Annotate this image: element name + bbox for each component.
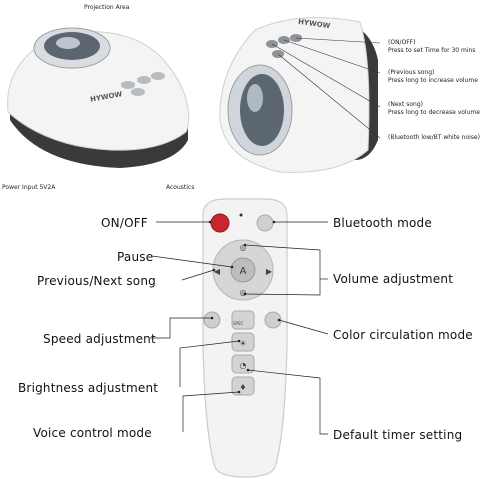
remote-control: A ◎ ◀ ▶ ◎ ☀ ◔ ♦	[202, 198, 288, 478]
svg-text:◎: ◎	[240, 243, 247, 252]
next-note-title: (Next song)	[388, 101, 423, 108]
prev-note-title: (Previous song)	[388, 69, 435, 76]
brightness-adjustment-label: Brightness adjustment	[18, 381, 159, 395]
svg-text:▶: ▶	[266, 267, 273, 276]
next-note-desc: Press long to decrease volume	[388, 109, 480, 116]
svg-text:◀: ◀	[214, 267, 221, 276]
default-timer-setting-label: Default timer setting	[333, 428, 463, 442]
bt-note: (Bluetooth low/BT white noise)	[388, 134, 480, 141]
svg-text:♦: ♦	[239, 383, 246, 392]
svg-text:☀: ☀	[239, 339, 246, 348]
speed-adjustment-label: Speed adjustment	[43, 332, 156, 346]
on-off-note-title: (ON/OFF)	[388, 39, 416, 46]
on-off-label: ON/OFF	[101, 216, 148, 230]
voice-control-mode-label: Voice control mode	[33, 426, 152, 440]
color-circulation-mode-label: Color circulation mode	[333, 328, 473, 342]
svg-text:◔: ◔	[240, 361, 247, 370]
volume-adjustment-label: Volume adjustment	[333, 272, 454, 286]
svg-text:◎: ◎	[240, 288, 247, 297]
projector-side-view	[219, 17, 381, 173]
spec-button-label: SPEC	[233, 321, 244, 326]
on-off-note-desc: Press to set Time for 30 mins	[388, 47, 476, 54]
projector-front-view	[7, 27, 190, 168]
previous-next-song-label: Previous/Next song	[37, 274, 156, 288]
pause-label: Pause	[117, 250, 154, 264]
prev-note-desc: Press long to increase volume	[388, 77, 478, 84]
acoustics-label: Acoustics	[166, 184, 195, 191]
svg-text:A: A	[240, 266, 247, 277]
bluetooth-mode-label: Bluetooth mode	[333, 216, 432, 230]
projection-area-label: Projection Area	[84, 4, 130, 11]
power-input-label: Power Input 5V2A	[2, 184, 56, 191]
